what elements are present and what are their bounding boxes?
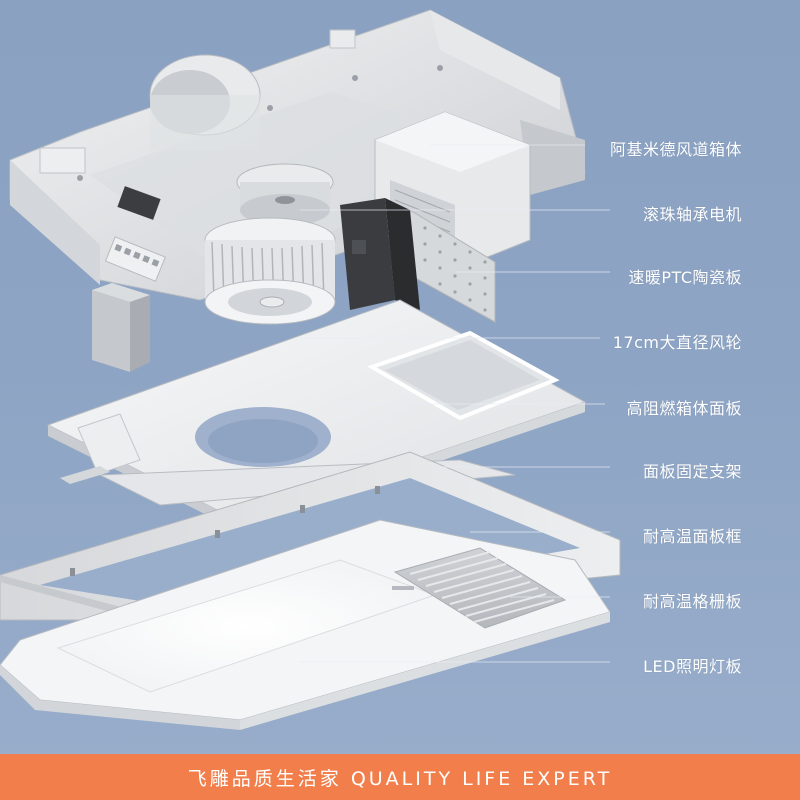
- fan-wheel-part: [205, 218, 335, 324]
- label-ptc-heater: 速暖PTC陶瓷板: [628, 264, 742, 288]
- footer-banner: 飞雕品质生活家 QUALITY LIFE EXPERT: [0, 754, 800, 800]
- label-led-panel: LED照明灯板: [643, 653, 742, 677]
- label-panel-frame: 耐高温面板框: [643, 523, 742, 547]
- motor-bracket: [340, 198, 420, 310]
- label-panel-bracket: 面板固定支架: [643, 458, 742, 482]
- label-box-panel: 高阻燃箱体面板: [626, 395, 742, 419]
- label-duct-box: 阿基米德风道箱体: [610, 136, 742, 160]
- motor-part: [237, 164, 333, 226]
- capacitor-block: [92, 283, 150, 372]
- label-grille-plate: 耐高温格栅板: [643, 588, 742, 612]
- footer-slogan: 飞雕品质生活家 QUALITY LIFE EXPERT: [188, 764, 612, 791]
- label-fan-wheel: 17cm大直径风轮: [613, 329, 742, 353]
- label-motor: 滚珠轴承电机: [643, 201, 742, 225]
